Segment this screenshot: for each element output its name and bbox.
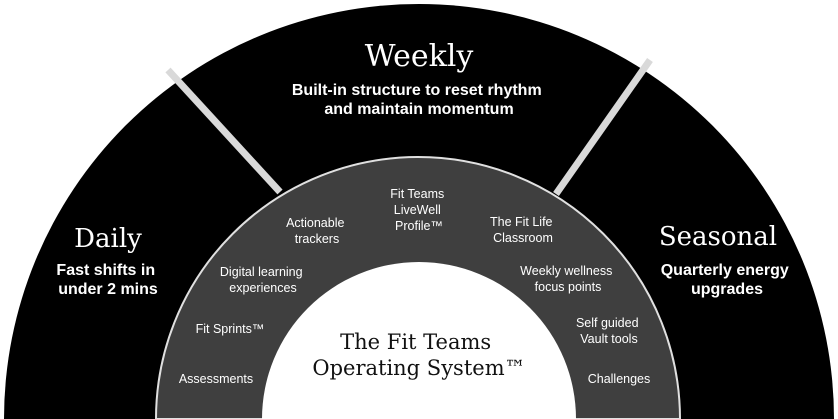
ring-item-assessments: Assessments <box>179 372 253 386</box>
ring-item-weekly-wellness: Weekly wellness focus points <box>520 264 616 294</box>
center-title: The Fit Teams Operating System™ <box>312 330 525 380</box>
center-title-line-2: Operating System™ <box>312 356 525 380</box>
ring-item-fit-sprints: Fit Sprints™ <box>196 322 265 336</box>
ring-item-weekly-wellness-line-2: focus points <box>535 280 602 294</box>
ring-item-vault-tools: Self guided Vault tools <box>576 316 642 346</box>
daily-desc: Fast shifts in under 2 mins <box>56 262 159 298</box>
ring-item-challenges-line-1: Challenges <box>588 372 651 386</box>
divider-left <box>165 67 283 195</box>
ring-item-livewell-profile: Fit Teams LiveWell Profile™ <box>390 187 447 233</box>
ring-item-actionable-trackers: Actionable trackers <box>286 216 348 246</box>
ring-item-digital-learning-line-2: experiences <box>229 281 296 295</box>
ring-item-challenges: Challenges <box>588 372 651 386</box>
ring-item-actionable-trackers-line-2: trackers <box>295 232 339 246</box>
weekly-desc: Built-in structure to reset rhythm and m… <box>292 82 546 118</box>
ring-item-fit-life-classroom-line-2: Classroom <box>493 231 553 245</box>
ring-item-digital-learning-line-1: Digital learning <box>220 265 303 279</box>
weekly-desc-line-1: Built-in structure to reset rhythm <box>292 82 542 99</box>
middle-ring-items: Assessments Fit Sprints™ Digital learnin… <box>179 187 650 386</box>
ring-item-actionable-trackers-line-1: Actionable <box>286 216 344 230</box>
daily-desc-line-2: under 2 mins <box>58 281 158 298</box>
weekly-title: Weekly <box>365 39 474 74</box>
seasonal-desc: Quarterly energy upgrades <box>661 262 794 298</box>
ring-item-livewell-profile-line-2: LiveWell <box>394 203 441 217</box>
seasonal-desc-line-1: Quarterly energy <box>661 262 789 279</box>
center-disc <box>262 262 576 419</box>
ring-item-assessments-line-1: Assessments <box>179 372 253 386</box>
ring-item-fit-sprints-line-1: Fit Sprints™ <box>196 322 265 336</box>
seasonal-title: Seasonal <box>659 222 777 252</box>
divider-right <box>553 57 653 197</box>
weekly-desc-line-2: and maintain momentum <box>324 101 513 118</box>
daily-title: Daily <box>74 224 142 254</box>
ring-item-digital-learning: Digital learning experiences <box>220 265 306 295</box>
ring-item-fit-life-classroom: The Fit Life Classroom <box>490 215 556 245</box>
ring-item-vault-tools-line-1: Self guided <box>576 316 639 330</box>
ring-item-weekly-wellness-line-1: Weekly wellness <box>520 264 612 278</box>
ring-item-fit-life-classroom-line-1: The Fit Life <box>490 215 553 229</box>
ring-item-livewell-profile-line-1: Fit Teams <box>390 187 444 201</box>
center-title-line-1: The Fit Teams <box>340 330 491 354</box>
ring-item-livewell-profile-line-3: Profile™ <box>395 219 443 233</box>
daily-desc-line-1: Fast shifts in <box>56 262 155 279</box>
seasonal-desc-line-2: upgrades <box>691 281 763 298</box>
ring-item-vault-tools-line-2: Vault tools <box>580 332 637 346</box>
